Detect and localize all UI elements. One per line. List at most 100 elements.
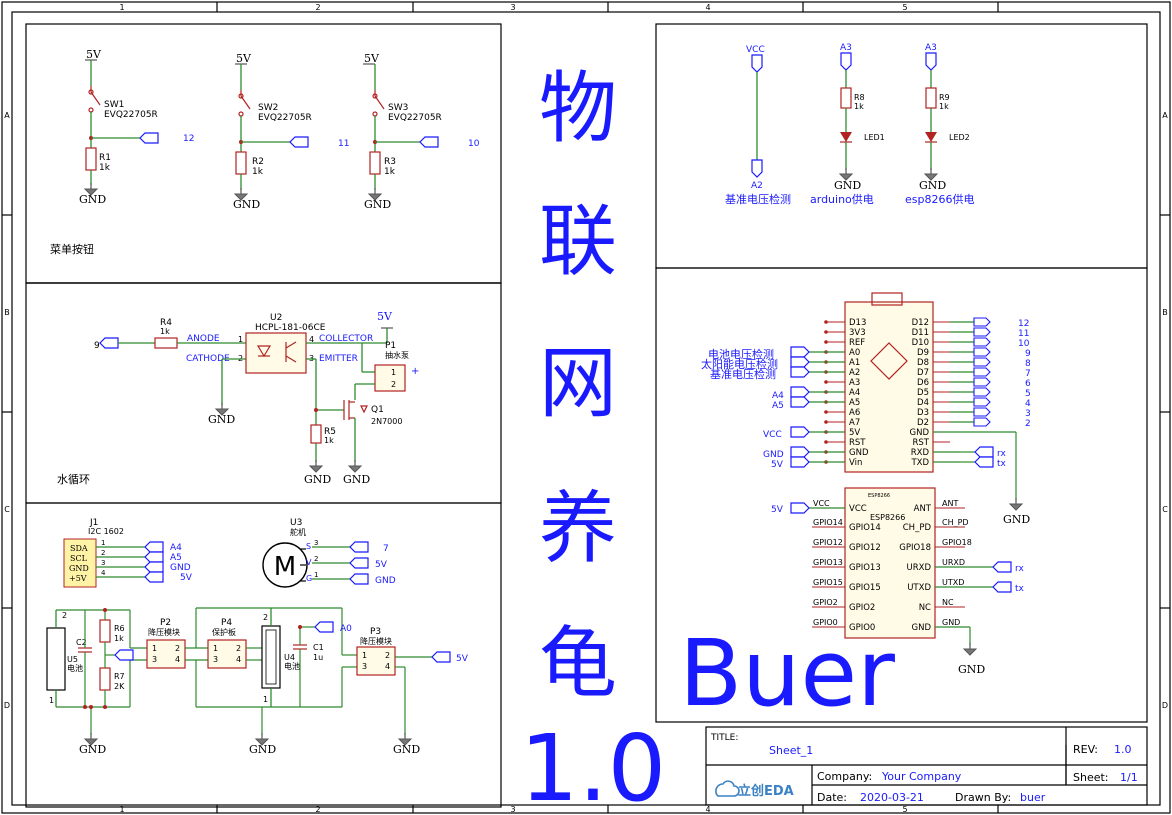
row-label: D (1162, 701, 1168, 710)
power-panel: J1 I2C 1602 SDA SCL GND +5V 1 2 3 4 A4 A… (46, 518, 469, 756)
pin-num: 3 (152, 655, 157, 664)
esp-pin-label: NC (919, 603, 931, 613)
panel-caption: 菜单按钮 (50, 242, 94, 256)
mcu-pin-label: D4 (917, 398, 929, 408)
esp-pin-label: GPIO2 (813, 598, 838, 607)
pin-num: 4 (309, 335, 314, 344)
esp-pin-label: ANT (914, 504, 932, 514)
esp-pin-label: GPIO0 (813, 618, 838, 627)
c1-value: 1u (313, 653, 323, 662)
mcu-pin-label: 5V (849, 428, 860, 438)
mcu-pin-label: A7 (849, 418, 860, 428)
u4-ref: U4 (284, 653, 295, 662)
j1-part: I2C 1602 (88, 527, 124, 536)
drawn-value: buer (1020, 791, 1046, 804)
p4-ref: P4 (221, 618, 232, 628)
col-label: 2 (315, 3, 320, 12)
r4-value: 1k (160, 327, 170, 336)
esp-pin-label: UTXD (942, 578, 964, 587)
led2-caption: esp8266供电 (905, 192, 974, 206)
company-label: Company: (817, 770, 872, 783)
u5-label: 电池 (67, 663, 83, 673)
input-pin-label: 9 (94, 341, 100, 351)
esp-pin-label: GPIO14 (813, 518, 843, 527)
mcu-pin-label: D3 (917, 408, 929, 418)
net-label: A4 (772, 391, 784, 401)
gnd-label: GND (393, 743, 420, 756)
esp-pin-label: GPIO12 (813, 538, 843, 547)
pin-label: 10 (468, 139, 480, 149)
j1-ref: J1 (89, 518, 98, 528)
mcu-pin-label: D8 (917, 358, 929, 368)
led1-supply: A3 (840, 43, 852, 53)
esp-pin-label: GPIO15 (813, 578, 843, 587)
mcu-pin-label: A6 (849, 408, 860, 418)
res-ref: R2 (252, 157, 264, 167)
r7-ref: R7 (114, 672, 125, 681)
servo-pin: S (306, 542, 311, 551)
servo-pin: G (306, 574, 312, 583)
col-label: 1 (119, 3, 124, 12)
panel-borders (25, 23, 1148, 808)
esp-pin-label: UTXD (907, 583, 931, 593)
gnd-label: GND (304, 473, 331, 486)
pin-num: 1 (263, 695, 268, 704)
esp-pin-label: GPIO18 (942, 538, 972, 547)
u4-label: 电池 (284, 661, 300, 671)
esp-pin-label: CH_PD (942, 518, 969, 527)
pin-num: 12 (1018, 319, 1029, 329)
title-value: Sheet_1 (769, 744, 813, 757)
sheet-label: Sheet: (1073, 771, 1109, 784)
mcu-pin-label: D5 (917, 388, 929, 398)
pin-num: 2 (236, 644, 241, 653)
row-label: A (1162, 111, 1168, 120)
pin-num: 3 (314, 539, 318, 547)
title-char: 网 (539, 339, 617, 429)
pin-num: 4 (236, 655, 241, 664)
company-value: Your Company (881, 770, 962, 783)
mcu-pin-label: D2 (917, 418, 929, 428)
pin-num: 2 (314, 555, 318, 563)
net-label: 7 (383, 544, 389, 554)
mcu-pin-label: TXD (910, 458, 929, 468)
r9-ref: R9 (939, 93, 950, 102)
pin-num: 1 (213, 644, 218, 653)
column-labels-top: 1 2 3 4 5 (119, 3, 907, 12)
eda-logo-text: 立创EDA (738, 783, 794, 799)
mcu-pin-label: GND (849, 448, 869, 458)
switch-part: EVQ22705R (258, 113, 312, 123)
title-char: 联 (539, 197, 617, 287)
mcu-pin-label: A5 (849, 398, 860, 408)
col-label: 1 (119, 805, 124, 814)
title-char: 养 (539, 484, 617, 574)
column-labels-bottom: 1 2 3 4 5 (119, 805, 907, 814)
esp-pin-label: VCC (849, 504, 867, 514)
gnd-label: GND (834, 179, 861, 192)
gnd-label: GND (249, 743, 276, 756)
sheet-value: 1/1 (1120, 771, 1138, 784)
r5-ref: R5 (324, 427, 336, 437)
p3-ref: P3 (370, 627, 381, 637)
supply-label: 5V (236, 52, 252, 65)
pin-num: 3 (213, 655, 218, 664)
mcu-pin-label: 3V3 (849, 328, 866, 338)
lcd-pin: SDA (70, 544, 88, 553)
esp-pin-label: GPIO14 (849, 523, 881, 533)
a2-caption: 基准电压检测 (725, 192, 791, 206)
r4-ref: R4 (160, 318, 172, 328)
mcu-pin-label: D12 (912, 318, 929, 328)
net-label: A0 (340, 624, 352, 634)
pin-num: 10 (1018, 339, 1030, 349)
net-label: 基准电压检测 (710, 367, 776, 381)
r7-value: 2K (114, 682, 125, 691)
supply-label: 5V (86, 48, 102, 61)
row-label: B (1162, 308, 1168, 317)
indicators-panel: VCC A2 基准电压检测 A3 R8 1k LED1 GND arduino供… (725, 43, 974, 206)
pin-num: 4 (385, 662, 390, 671)
supply-label: 5V (364, 52, 380, 65)
mcu-pin-label: D6 (917, 378, 929, 388)
pin-num: 2 (263, 613, 268, 622)
esp-pin-label: GPIO13 (813, 558, 843, 567)
